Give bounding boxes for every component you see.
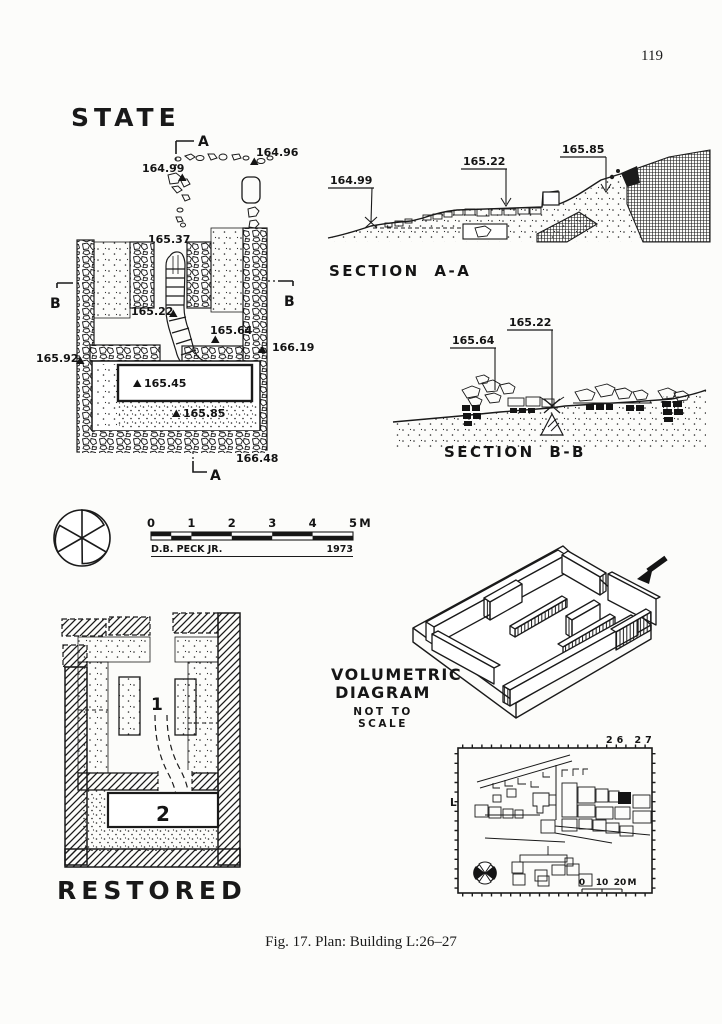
elev-165-22: 165.22	[131, 305, 173, 318]
svg-text:165.85: 165.85	[562, 143, 604, 156]
label-165-85: 165.85	[560, 143, 612, 193]
grid-column-labels: 26 27	[606, 735, 656, 746]
rubble-scatter-top	[167, 153, 274, 229]
volumetric-walls	[425, 549, 661, 707]
elev-164-99: 164.99	[142, 162, 184, 175]
broadroom-inner-floor	[116, 363, 254, 403]
svg-text:164.99: 164.99	[330, 174, 372, 187]
elev-166-48: 166.48	[236, 452, 278, 465]
label-165-22: 165.22	[507, 316, 565, 406]
state-elevation-labels-upper: 164.99 164.96 165.37	[142, 146, 299, 246]
room-label-1: 1	[151, 695, 163, 715]
svg-text:B: B	[284, 294, 295, 310]
right-wall-stones	[573, 383, 690, 404]
scale-bar: 0 1 2 3 4 5 M D.B. PECK JR. 1973	[147, 516, 371, 558]
svg-text:20: 20	[614, 878, 627, 888]
elev-165-85: 165.85	[183, 407, 225, 420]
svg-text:165.64: 165.64	[452, 334, 495, 347]
state-plan-drawing: A 164.99 164.96	[36, 134, 314, 484]
section-aa-drawing: 164.99 165.22 165.85 SECTION A-A	[327, 143, 711, 280]
buried-wall	[373, 223, 508, 240]
restored-plan-drawing: 1 2	[61, 612, 241, 868]
scale-tick-labels: 0 1 2 3 4 5 M	[147, 516, 371, 530]
grid-row-label: L	[450, 797, 457, 809]
restored-broadroom	[81, 790, 220, 851]
scale-unit: M	[359, 516, 370, 530]
svg-text:1: 1	[187, 516, 195, 530]
elev-165-92: 165.92	[36, 352, 78, 365]
surveyor-credit: D.B. PECK JR.	[151, 544, 222, 555]
section-bb-drawing: 165.64 165.22 SECTION B-B	[392, 316, 707, 461]
state-elevation-labels-lower: 165.22 165.64 166.19 165.92 165.45 165.8…	[36, 305, 314, 465]
volumetric-caption: VOLUMETRIC DIAGRAM NOT TO SCALE	[331, 665, 463, 731]
rubble-tumble-south	[80, 431, 265, 453]
room-label-2: 2	[156, 802, 170, 826]
restored-plan-title: RESTORED	[57, 876, 247, 905]
cross-wall-east	[181, 345, 244, 363]
volumetric-title-line1: VOLUMETRIC	[331, 665, 463, 684]
west-pier	[129, 241, 155, 309]
svg-text:4: 4	[309, 516, 317, 530]
svg-text:2: 2	[228, 516, 236, 530]
svg-text:10: 10	[596, 878, 609, 888]
east-pier	[186, 241, 212, 309]
entrance-arrow-icon	[637, 555, 668, 584]
section-aa-title: SECTION A-A	[329, 262, 471, 280]
balk-crosshatch-right	[626, 149, 711, 243]
elev-166-19: 166.19	[272, 341, 314, 354]
svg-text:0: 0	[579, 878, 585, 888]
east-room-floor	[210, 227, 244, 313]
volumetric-title-line2: DIAGRAM	[335, 683, 431, 702]
label-165-22: 165.22	[461, 155, 512, 207]
building-location-marker	[618, 792, 631, 804]
svg-text:A: A	[198, 134, 209, 150]
broadroom	[91, 360, 261, 432]
site-map: 26 27 L	[450, 735, 656, 897]
section-bb-title: SECTION B-B	[444, 443, 586, 461]
label-164-99: 164.99	[328, 174, 378, 229]
svg-text:B: B	[50, 296, 61, 312]
elev-165-37: 165.37	[148, 233, 190, 246]
pillar-bases	[118, 676, 197, 736]
svg-text:165.22: 165.22	[463, 155, 505, 168]
north-arrow-icon	[53, 509, 111, 567]
section-marker-a-bottom: A	[192, 452, 221, 484]
svg-text:0: 0	[147, 516, 155, 530]
section-marker-b-left: B	[50, 282, 84, 312]
map-roads	[476, 754, 651, 844]
section-marker-a-top: A	[175, 134, 209, 166]
right-mudbrick-blocks	[586, 401, 683, 422]
svg-text:A: A	[210, 468, 221, 484]
elev-165-45: 165.45	[144, 377, 186, 390]
left-mudbrick-blocks	[462, 405, 535, 426]
wall-block	[542, 191, 560, 206]
survey-year: 1973	[327, 544, 353, 555]
map-scale-unit: M	[628, 878, 637, 888]
datum-triangle	[178, 173, 187, 181]
volumetric-diagram-drawing	[412, 545, 668, 719]
svg-text:3: 3	[268, 516, 276, 530]
map-buildings	[474, 768, 652, 887]
west-room-floor	[93, 241, 131, 319]
balk-crosshatch-wedge	[536, 211, 599, 243]
restored-floors	[77, 636, 219, 774]
left-wall-stones	[461, 374, 555, 408]
label-165-64: 165.64	[450, 334, 496, 390]
scale-bar-band	[150, 531, 354, 541]
section-aa-stones	[384, 207, 542, 228]
state-plan-title: STATE	[71, 103, 181, 132]
datum-triangle	[250, 157, 259, 165]
map-north-arrow-icon	[473, 861, 497, 885]
figure-caption: Fig. 17. Plan: Building L:26–27	[265, 934, 457, 950]
svg-text:165.22: 165.22	[509, 316, 551, 329]
elev-164-96: 164.96	[256, 146, 299, 159]
elev-165-64: 165.64	[210, 324, 253, 337]
mudbrick-dark-patch	[609, 166, 640, 187]
page-number: 119	[641, 48, 663, 64]
svg-text:5: 5	[349, 516, 357, 530]
volumetric-note: NOT TO SCALE	[353, 706, 413, 730]
cross-wall-west	[89, 344, 161, 362]
map-scale: 0 10 20 M	[579, 878, 637, 892]
section-marker-b-right: B	[268, 280, 295, 310]
